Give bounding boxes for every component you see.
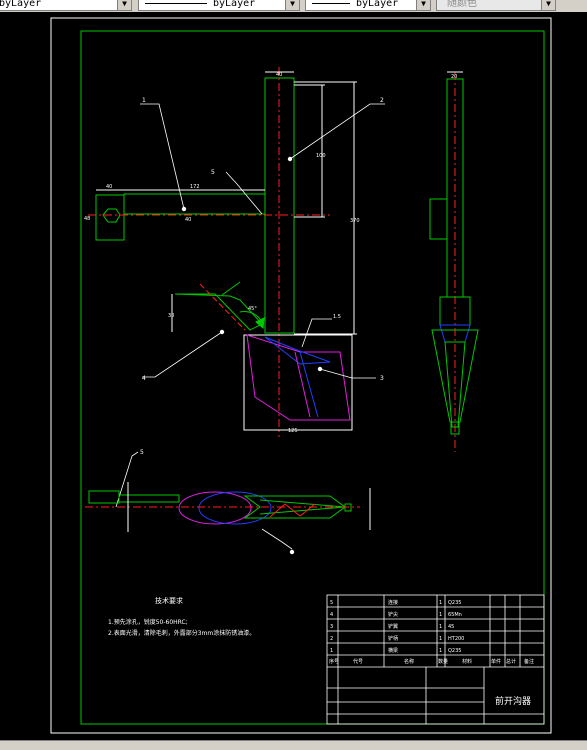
balloon-label: 2 <box>380 97 384 104</box>
plotstyle-combo[interactable]: byLayer ▼ <box>305 0 431 11</box>
cad-drawing: 40 172 40 48 40 100 370 30 45° 125 1.5 2… <box>50 17 552 734</box>
bom-table: 5 连接 1 Q235 4 铲尖 1 65Mn 3 铲翼 1 45 2 铲柄 1… <box>329 599 534 665</box>
dim-label: 30 <box>168 313 174 319</box>
bom-cell: 5 <box>330 600 333 606</box>
dim-label: 125 <box>288 428 298 434</box>
dim-label: 40 <box>106 184 112 190</box>
dim-label: 100 <box>316 153 326 159</box>
chevron-down-icon[interactable]: ▼ <box>117 0 131 10</box>
plotstyle-value: byLayer <box>356 0 399 9</box>
bom-header: 备注 <box>524 658 534 665</box>
balloon-labels: 1 2 3 4 5 5 <box>140 97 384 456</box>
linetype-combo[interactable]: byLayer ▼ <box>0 0 132 11</box>
chevron-down-icon[interactable]: ▼ <box>285 0 299 10</box>
bom-cell: 3 <box>330 624 333 630</box>
chevron-down-icon[interactable]: ▼ <box>541 0 555 10</box>
bom-cell: 1 <box>439 624 442 630</box>
bom-cell: 4 <box>330 612 333 618</box>
bom-cell: 1 <box>330 648 333 654</box>
dim-label: 40 <box>276 72 282 78</box>
bom-cell: 2 <box>330 636 333 642</box>
bom-cell: 1 <box>439 636 442 642</box>
drawing-canvas[interactable]: 40 172 40 48 40 100 370 30 45° 125 1.5 2… <box>0 12 587 740</box>
bom-cell: 铲尖 <box>388 611 398 618</box>
bom-header: 名称 <box>404 658 414 665</box>
bom-cell: 45 <box>448 624 454 630</box>
tech-note-2: 2.表面光滑，清除毛刺，外露部分3mm涂抹防锈油漆。 <box>108 629 255 637</box>
bom-cell: 铲翼 <box>388 623 398 630</box>
dim-label: 20 <box>451 74 457 80</box>
toolbar: byLayer ▼ byLayer ▼ byLayer ▼ 随颜色 ▼ <box>0 0 587 12</box>
dim-label: 48 <box>84 216 90 222</box>
bom-cell: 1 <box>439 600 442 606</box>
balloon-label: 1 <box>142 97 146 104</box>
linetype-value: byLayer <box>0 0 42 9</box>
lineweight-value: byLayer <box>213 0 256 9</box>
bom-cell: 1 <box>439 612 442 618</box>
balloon-label: 5 <box>211 169 215 176</box>
bom-cell: 连接 <box>388 599 398 606</box>
title-block <box>326 594 545 725</box>
dim-label: 172 <box>190 184 200 190</box>
chevron-down-icon[interactable]: ▼ <box>416 0 430 10</box>
color-combo[interactable]: 随颜色 ▼ <box>436 0 556 11</box>
status-strip <box>0 740 587 750</box>
bom-cell: 1 <box>439 648 442 654</box>
tech-note-1: 1.预先涂孔，锐度50-60HRC; <box>108 618 188 626</box>
line-preview <box>312 2 350 4</box>
color-value: 随颜色 <box>447 0 477 9</box>
dim-label: 40 <box>185 217 191 223</box>
bom-header: 代号 <box>353 658 363 665</box>
balloon-label: 5 <box>140 449 144 456</box>
sheet-border <box>50 17 552 734</box>
leader-dots <box>181 156 323 555</box>
plan-view <box>85 482 371 532</box>
line-preview <box>145 2 207 4</box>
balloon-label: 4 <box>142 375 146 382</box>
dimension-labels: 40 172 40 48 40 100 370 30 45° 125 1.5 2… <box>84 72 457 434</box>
bom-cell: Q235 <box>448 648 461 654</box>
bom-cell: HT200 <box>448 636 464 642</box>
bom-cell: 横梁 <box>388 647 398 654</box>
side-view <box>429 71 479 452</box>
bom-cell: 65Mn <box>448 612 462 618</box>
bom-header: 单件 <box>491 658 501 665</box>
bom-cell: 铲柄 <box>388 635 398 642</box>
bom-header: 序号 <box>329 658 339 665</box>
lineweight-combo[interactable]: byLayer ▼ <box>138 0 300 11</box>
bom-header: 总计 <box>506 658 516 665</box>
balloon-label: 3 <box>380 375 384 382</box>
tech-heading: 技术要求 <box>155 596 183 605</box>
front-view <box>88 67 357 437</box>
bom-header: 数量 <box>438 658 448 665</box>
drawing-title: 前开沟器 <box>495 695 531 707</box>
dim-label: 370 <box>350 218 360 224</box>
bom-header: 材料 <box>462 658 472 665</box>
leader-lines <box>115 103 385 550</box>
dim-label: 1.5 <box>333 314 341 320</box>
bom-cell: Q235 <box>448 600 461 606</box>
dim-label: 45° <box>248 306 257 312</box>
drawing-frame <box>80 30 545 725</box>
